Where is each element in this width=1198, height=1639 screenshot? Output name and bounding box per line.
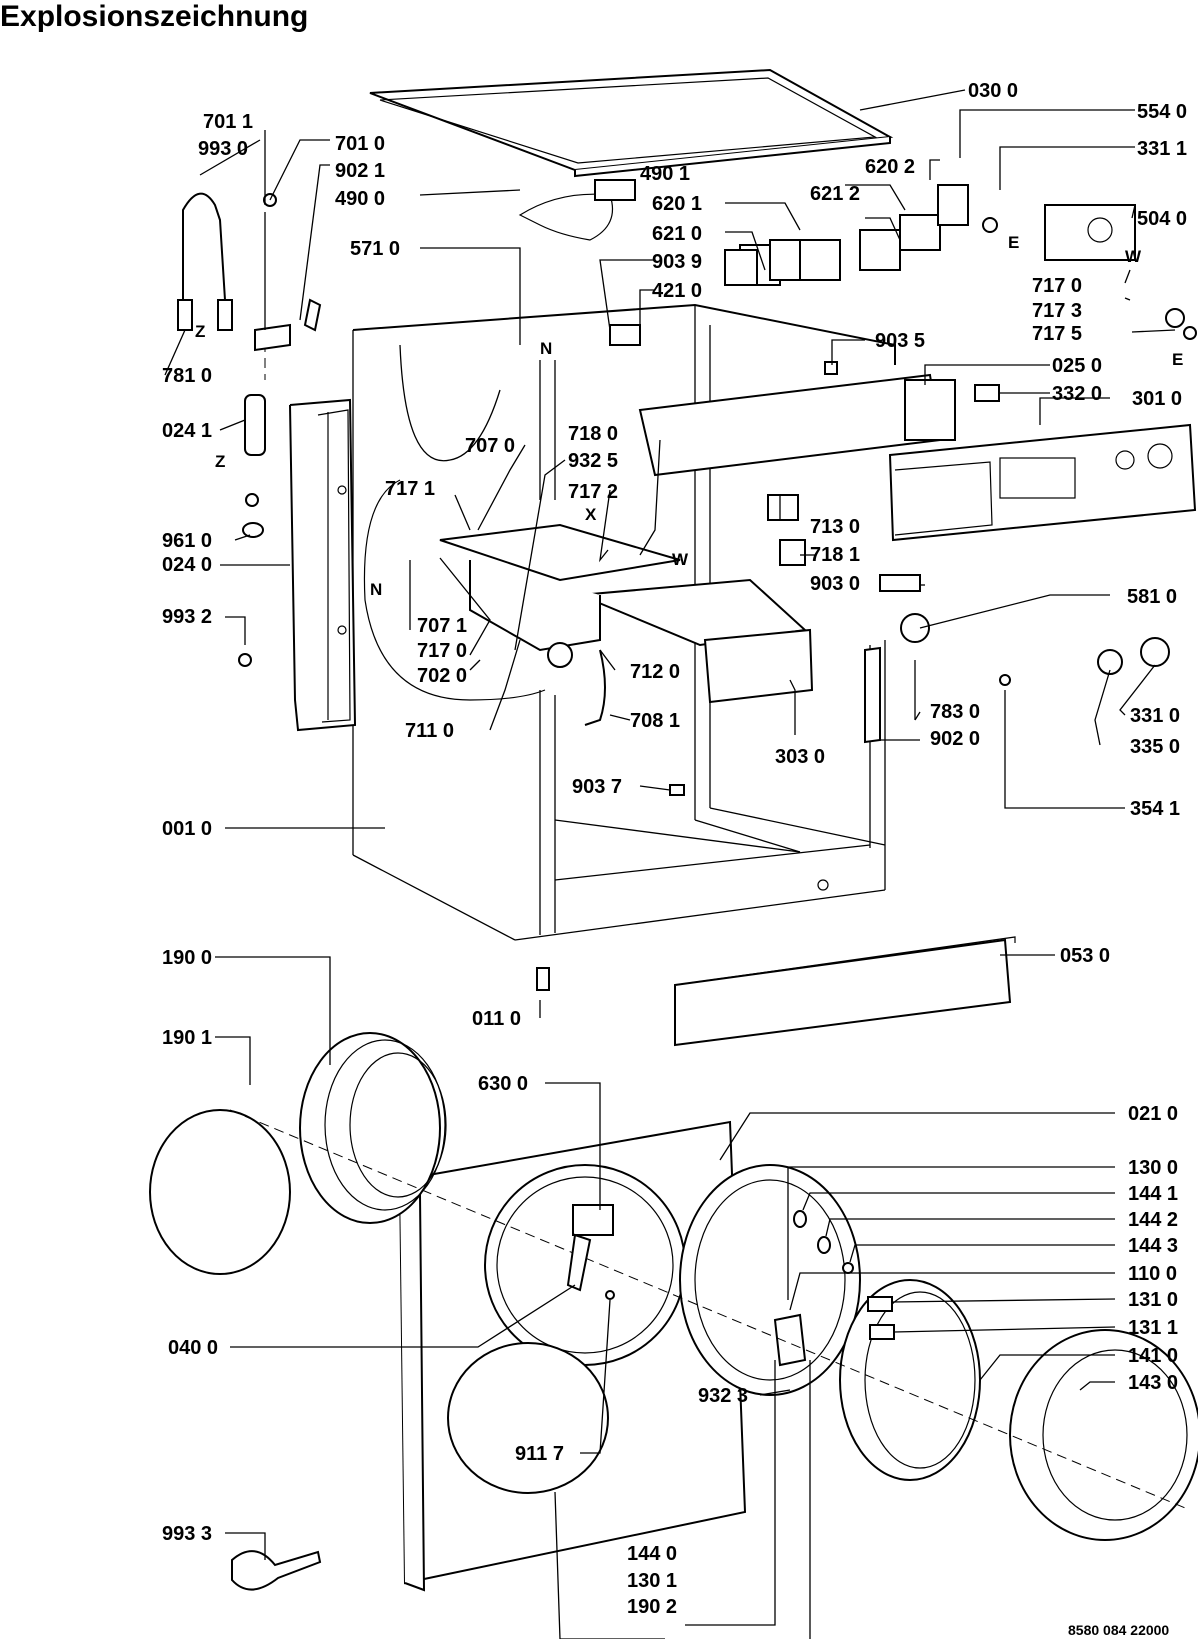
part-label: 144 1 [1128,1183,1178,1205]
dispenser [439,523,814,726]
part-label: 554 0 [1137,101,1187,123]
part-label: 190 2 [627,1596,677,1618]
part-label: 354 1 [1130,798,1180,820]
part-label: 903 0 [810,573,860,595]
part-label: 110 0 [1128,1263,1177,1285]
part-label: 130 1 [627,1570,677,1592]
part-label: 040 0 [168,1337,218,1359]
part-label: 144 0 [627,1543,677,1565]
parts-drawing [149,68,1198,1639]
letter-marker: N [370,580,382,599]
door-ring-left [149,1032,447,1275]
part-label: 961 0 [162,530,212,552]
part-label: 707 0 [465,435,515,457]
part-label: 021 0 [1128,1103,1178,1125]
part-label: 620 2 [865,156,915,178]
plinth [674,936,1016,1047]
part-label: 903 7 [572,776,622,798]
part-label: 332 0 [1052,383,1102,405]
part-label: 932 5 [568,450,618,472]
part-label: 335 0 [1130,736,1180,758]
part-label: 130 0 [1128,1157,1178,1179]
part-label: 621 2 [810,183,860,205]
part-label: 144 2 [1128,1209,1178,1231]
part-label: 581 0 [1127,586,1177,608]
part-label: 025 0 [1052,355,1102,377]
part-label: 903 5 [875,330,925,352]
part-label: 490 0 [335,188,385,210]
control-panel [638,373,1197,542]
part-label: 718 0 [568,423,618,445]
part-label: 717 1 [385,478,435,500]
part-label: 421 0 [652,280,702,302]
part-label: 712 0 [630,661,680,683]
part-label: 717 3 [1032,300,1082,322]
part-label: 717 2 [568,481,618,503]
part-label: 001 0 [162,818,212,840]
letter-marker: Z [195,322,205,341]
document-number: 8580 084 22000 [1068,1622,1169,1638]
part-label: 143 0 [1128,1372,1178,1394]
part-label: 993 0 [198,138,248,160]
part-label: 303 0 [775,746,825,768]
letter-markers: N Z Z N X W W E E [195,233,1183,599]
letter-marker: X [585,505,597,524]
letter-marker: E [1008,233,1019,252]
part-label: 701 1 [203,111,253,133]
part-label: 718 1 [810,544,860,566]
top-cover [369,68,894,178]
part-label: 702 0 [417,665,467,687]
part-label: 141 0 [1128,1345,1178,1367]
part-label: 713 0 [810,516,860,538]
part-label: 717 0 [417,640,467,662]
front-panel [398,1120,747,1592]
part-label: 620 1 [652,193,702,215]
part-label: 902 1 [335,160,385,182]
part-label: 711 0 [405,720,454,742]
part-label: 301 0 [1132,388,1182,410]
part-label: 331 0 [1130,705,1180,727]
part-label: 131 0 [1128,1289,1178,1311]
letter-marker: W [1125,247,1142,266]
part-label: 144 3 [1128,1235,1178,1257]
part-label: 993 3 [162,1523,212,1545]
part-label: 630 0 [478,1073,528,1095]
part-label: 993 2 [162,606,212,628]
letter-marker: E [1172,350,1183,369]
part-label: 331 1 [1137,138,1187,160]
letter-marker: N [540,339,552,358]
part-labels: 030 0 554 0 331 1 504 0 490 1 620 2 620 … [162,80,1187,1618]
page-title: Explosionszeichnung [0,0,309,33]
part-label: 932 3 [698,1385,748,1407]
part-label: 902 0 [930,728,980,750]
part-label: 911 7 [515,1443,564,1465]
part-label: 701 0 [335,133,385,155]
letter-marker: W [672,550,689,569]
part-label: 717 5 [1032,323,1082,345]
part-label: 781 0 [162,365,212,387]
part-label: 190 0 [162,947,212,969]
small-components [177,179,1197,1591]
side-panel [289,398,357,732]
part-label: 053 0 [1060,945,1110,967]
part-label: 717 0 [1032,275,1082,297]
door-assembly [679,1164,1198,1541]
letter-marker: Z [215,452,225,471]
part-label: 190 1 [162,1027,212,1049]
part-label: 011 0 [472,1008,521,1030]
part-label: 783 0 [930,701,980,723]
part-label: 024 1 [162,420,212,442]
part-label: 024 0 [162,554,212,576]
part-label: 571 0 [350,238,400,260]
leader-lines [164,89,1176,1639]
part-label: 903 9 [652,251,702,273]
part-label: 490 1 [640,163,690,185]
part-label: 707 1 [417,615,467,637]
part-label: 504 0 [1137,208,1187,230]
part-label: 621 0 [652,223,702,245]
part-label: 131 1 [1128,1317,1178,1339]
part-label: 030 0 [968,80,1018,102]
part-label: 708 1 [630,710,680,732]
